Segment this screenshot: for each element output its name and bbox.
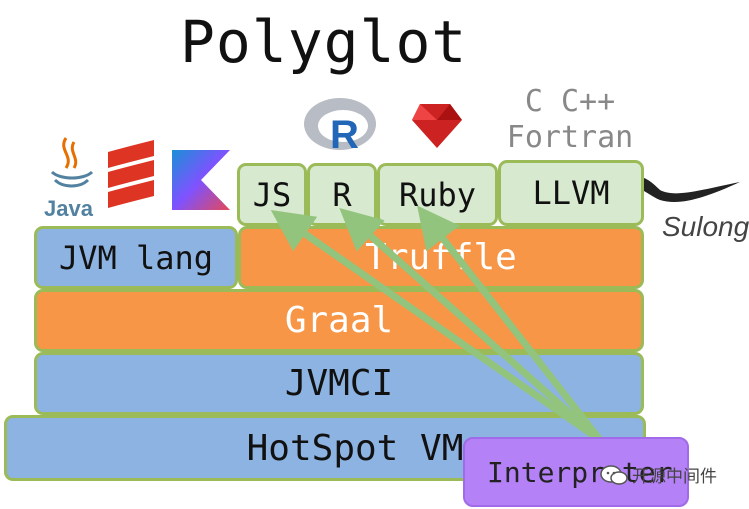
r-logo: R <box>304 98 376 157</box>
llvm-source-fortran: Fortran <box>506 120 634 155</box>
arrow-to-r <box>339 208 603 443</box>
llvm-source-c-cpp: C C++ <box>524 84 616 119</box>
java-logo-text: Java <box>44 196 94 221</box>
language-block-llvm: LLVM <box>498 160 644 226</box>
arrow-to-js <box>270 209 603 443</box>
interpreter-block: Interpreter <box>463 437 689 507</box>
llvm-sources-label: C C++ Fortran <box>500 84 640 156</box>
watermark-text: 开源中间件 <box>632 467 717 487</box>
wechat-icon <box>600 464 628 485</box>
sulong-logo: Sulong <box>624 175 749 242</box>
scala-logo <box>108 140 154 208</box>
jvmci-label: JVMCI <box>284 363 394 404</box>
java-logo: Java <box>44 137 94 221</box>
watermark: 开源中间件 <box>600 462 717 487</box>
interpreter-label: Interpreter <box>487 455 673 489</box>
kotlin-logo <box>172 150 230 210</box>
ruby-logo <box>412 104 462 148</box>
jvm-lang-block: JVM lang <box>34 226 238 289</box>
graal-label: Graal <box>284 300 394 341</box>
language-label-r: R <box>332 175 352 214</box>
language-label-llvm: LLVM <box>532 174 610 212</box>
sulong-logo-text: Sulong <box>662 211 749 242</box>
arrow-to-ruby <box>417 205 603 443</box>
graal-layer: Graal <box>34 289 644 352</box>
hotspot-label: HotSpot VM <box>246 427 464 469</box>
diagram-title: Polyglot <box>180 8 468 76</box>
jvm-lang-label: JVM lang <box>58 238 214 277</box>
svg-text:R: R <box>330 113 359 157</box>
language-label-js: JS <box>252 175 292 214</box>
language-block-ruby: Ruby <box>377 163 498 226</box>
